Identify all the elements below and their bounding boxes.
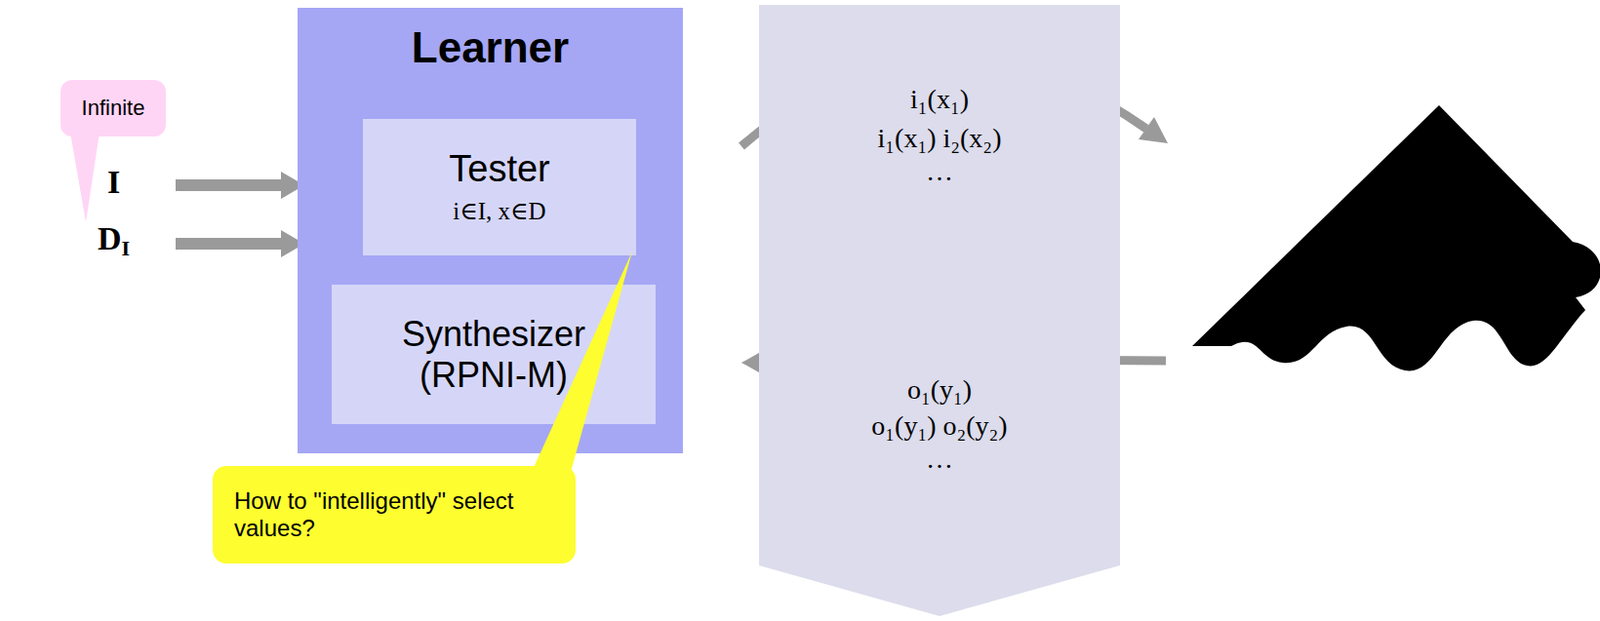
input-arrow: [175, 238, 283, 250]
input-arrow: [175, 179, 283, 192]
domain-label: DI: [97, 220, 130, 261]
node-title: Infinite: [81, 95, 146, 120]
node-text: o₁(y₁): [759, 374, 1120, 406]
node-text: i∈I, x∈D: [452, 198, 546, 227]
node-title: Learner: [297, 23, 683, 74]
input-set-label: I: [107, 163, 120, 200]
node-text: o₁(y₁) o₂(y₂): [759, 410, 1120, 442]
node-title: Tester: [448, 148, 550, 192]
node-text: i₁(x₁) i₂(x₂): [759, 122, 1120, 155]
question-callout: How to "intelligently" select values?: [212, 466, 576, 564]
synthesizer-box: Synthesizer (RPNI-M): [331, 284, 656, 425]
callout-tail: [70, 132, 100, 223]
black-box-system: [1192, 105, 1600, 371]
node-title: How to "intelligently" select values?: [234, 487, 547, 542]
node-title: Synthesizer (RPNI-M): [371, 314, 616, 396]
callout-tail: [531, 251, 633, 473]
arrow-head: [1138, 117, 1168, 144]
message-band: i₁(x₁)i₁(x₁) i₂(x₂)…o₁(y₁)o₁(y₁) o₂(y₂)…: [759, 4, 1120, 617]
node-text: …: [759, 443, 1120, 476]
learner-box: LearnerTester i∈I, x∈D Synthesizer (RPNI-M…: [297, 7, 683, 454]
node-title: i₁(x₁): [759, 83, 1120, 116]
tester-box: Tester i∈I, x∈D: [362, 119, 637, 256]
note-callout: Infinite: [60, 80, 166, 137]
band-fill: [759, 4, 1120, 617]
node-text: …: [759, 156, 1120, 188]
